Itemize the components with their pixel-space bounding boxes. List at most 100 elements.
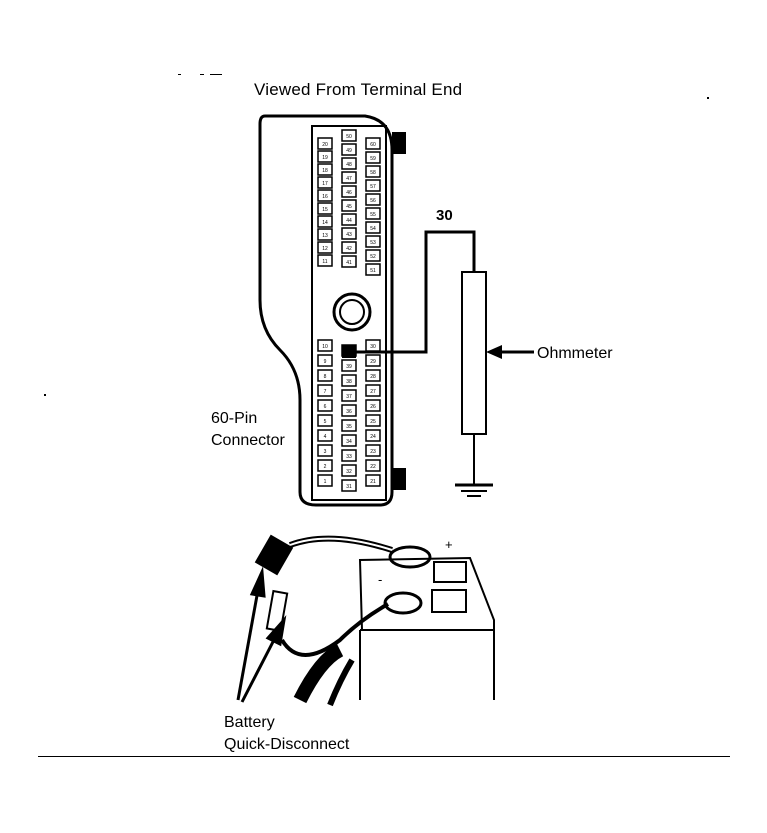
ohmmeter-label: Ohmmeter (537, 345, 613, 362)
pin-cavity-15 (317, 202, 333, 215)
pin-cavity-50 (341, 129, 357, 142)
pin-cavity-17 (317, 176, 333, 189)
pin-cavity-21 (365, 474, 381, 487)
ohmmeter-arrow-head (486, 345, 502, 359)
pin-number-10: 10 (322, 344, 328, 350)
pin-number-58: 58 (370, 170, 376, 176)
pin-number-23: 23 (370, 449, 376, 455)
pin-number-15: 15 (322, 207, 328, 213)
pin-number-12: 12 (322, 246, 328, 252)
pin-grid: 2019181716151413121150494847464544434241… (317, 129, 381, 492)
pin-cavity-31 (341, 479, 357, 492)
positive-post-pad (433, 561, 467, 583)
pin-cavity-28 (365, 369, 381, 382)
pin-cavity-57 (365, 179, 381, 192)
pin-cavity-12 (317, 241, 333, 254)
pin-cavity-27 (365, 384, 381, 397)
pin-number-33: 33 (346, 454, 352, 460)
pin-number-60: 60 (370, 142, 376, 148)
battery-label-line1: Battery (224, 714, 275, 731)
pin-number-14: 14 (322, 220, 328, 226)
pin-number-32: 32 (346, 469, 352, 475)
pin-cavity-9 (317, 354, 333, 367)
wiring-harness (293, 643, 344, 704)
ohmmeter-probe (461, 271, 487, 435)
pin-cavity-6 (317, 399, 333, 412)
pin-number-18: 18 (322, 168, 328, 174)
battery-illustration (254, 534, 495, 707)
pin-number-26: 26 (370, 404, 376, 410)
pin-number-54: 54 (370, 226, 376, 232)
pin-cavity-54 (365, 221, 381, 234)
pin-cavity-32 (341, 464, 357, 477)
pin-cavity-35 (341, 419, 357, 432)
pin-number-30: 30 (370, 344, 376, 350)
pin-cavity-59 (365, 151, 381, 164)
pin-cavity-8 (317, 369, 333, 382)
pin-number-27: 27 (370, 389, 376, 395)
pin-cavity-49 (341, 143, 357, 156)
pin-cavity-37 (341, 389, 357, 402)
pin-number-50: 50 (346, 134, 352, 140)
battery-plus-sign: + (445, 537, 453, 552)
pin-cavity-25 (365, 414, 381, 427)
pin-number-20: 20 (322, 142, 328, 148)
pin-number-13: 13 (322, 233, 328, 239)
pin-number-53: 53 (370, 240, 376, 246)
pin-number-57: 57 (370, 184, 376, 190)
center-bolt-inner (339, 299, 365, 325)
pin-cavity-18 (317, 163, 333, 176)
pin-number-44: 44 (346, 218, 352, 224)
pin-number-59: 59 (370, 156, 376, 162)
pin-cavity-7 (317, 384, 333, 397)
pin-number-43: 43 (346, 232, 352, 238)
pin-number-56: 56 (370, 198, 376, 204)
pin-number-45: 45 (346, 204, 352, 210)
pin-number-9: 9 (324, 359, 327, 365)
pin-number-46: 46 (346, 190, 352, 196)
pin-cavity-29 (365, 354, 381, 367)
pin-cavity-52 (365, 249, 381, 262)
pin-number-7: 7 (324, 389, 327, 395)
pin-number-41: 41 (346, 260, 352, 266)
pin-number-3: 3 (324, 449, 327, 455)
pin-number-22: 22 (370, 464, 376, 470)
pin-cavity-1 (317, 474, 333, 487)
pin-cavity-26 (365, 399, 381, 412)
bottom-rule (38, 756, 730, 757)
battery-case (358, 556, 495, 700)
pin-number-48: 48 (346, 162, 352, 168)
pin-number-19: 19 (322, 155, 328, 161)
center-bolt-outer (332, 292, 372, 332)
pin-number-29: 29 (370, 359, 376, 365)
pin-cavity-13 (317, 228, 333, 241)
pin-cavity-47 (341, 171, 357, 184)
pin-cavity-60 (365, 137, 381, 150)
pin-cavity-45 (341, 199, 357, 212)
battery-label-line2: Quick-Disconnect (224, 736, 350, 753)
pin-cavity-38 (341, 374, 357, 387)
pin-cavity-14 (317, 215, 333, 228)
pin-cavity-22 (365, 459, 381, 472)
pin-cavity-43 (341, 227, 357, 240)
quick-disconnect-plug (254, 534, 294, 576)
pin-cavity-19 (317, 150, 333, 163)
pin-cavity-41 (341, 255, 357, 268)
pin-cavity-34 (341, 434, 357, 447)
latch-tab-top (392, 132, 406, 154)
latch-tab-bottom (392, 468, 406, 490)
pin-number-51: 51 (370, 268, 376, 274)
pin-cavity-5 (317, 414, 333, 427)
pin-number-55: 55 (370, 212, 376, 218)
pin-cavity-33 (341, 449, 357, 462)
pin-number-28: 28 (370, 374, 376, 380)
pin-cavity-16 (317, 189, 333, 202)
pin-number-25: 25 (370, 419, 376, 425)
pin-number-24: 24 (370, 434, 376, 440)
pin-number-2: 2 (324, 464, 327, 470)
pin-cavity-51 (365, 263, 381, 276)
pin-cavity-4 (317, 429, 333, 442)
pin-number-6: 6 (324, 404, 327, 410)
pin-cavity-11 (317, 254, 333, 267)
